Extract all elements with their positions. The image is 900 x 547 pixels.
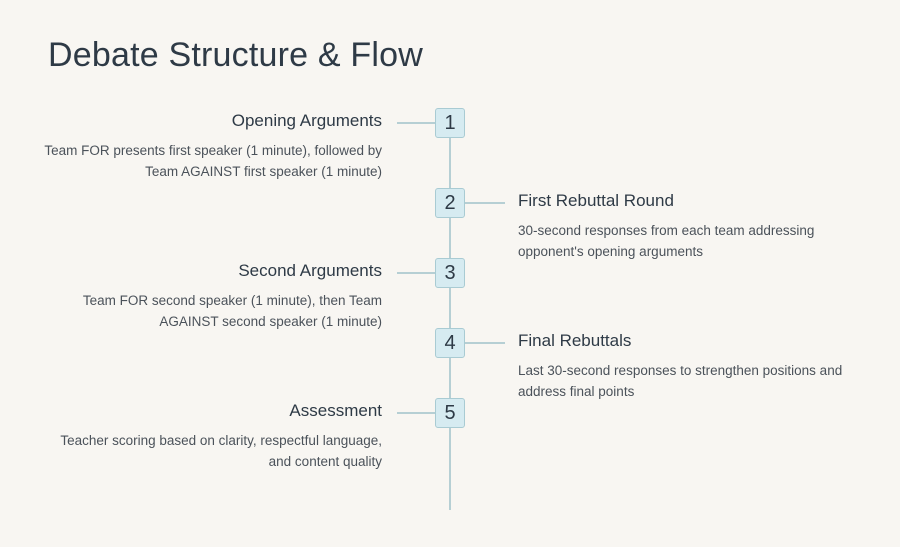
step-connector: [397, 412, 435, 414]
step-number-badge: 5: [435, 398, 465, 428]
step-number-badge: 2: [435, 188, 465, 218]
page-title: Debate Structure & Flow: [48, 36, 423, 74]
step-title: Second Arguments: [238, 261, 382, 280]
step-final-rebuttals: 4 Final Rebuttals Last 30-second respons…: [0, 328, 900, 418]
step-connector: [465, 342, 505, 344]
step-opening-arguments: 1 Opening Arguments Team FOR presents fi…: [0, 108, 900, 198]
timeline-axis: [449, 122, 451, 510]
step-assessment: 5 Assessment Teacher scoring based on cl…: [0, 398, 900, 488]
step-number-badge: 3: [435, 258, 465, 288]
step-first-rebuttal-round: 2 First Rebuttal Round 30-second respons…: [0, 188, 900, 278]
step-description: Last 30-second responses to strengthen p…: [518, 363, 843, 399]
step-connector: [397, 272, 435, 274]
step-description: Team FOR presents first speaker (1 minut…: [44, 143, 382, 179]
step-second-arguments: 3 Second Arguments Team FOR second speak…: [0, 258, 900, 348]
step-number-badge: 1: [435, 108, 465, 138]
step-connector: [397, 122, 435, 124]
step-connector: [465, 202, 505, 204]
step-title: Assessment: [289, 401, 382, 420]
step-title: Opening Arguments: [231, 111, 382, 130]
step-description: Team FOR second speaker (1 minute), then…: [82, 293, 382, 329]
step-description: Teacher scoring based on clarity, respec…: [60, 433, 382, 469]
step-title: Final Rebuttals: [518, 331, 632, 350]
step-description: 30-second responses from each team addre…: [518, 223, 815, 259]
step-number-badge: 4: [435, 328, 465, 358]
step-title: First Rebuttal Round: [518, 191, 674, 210]
